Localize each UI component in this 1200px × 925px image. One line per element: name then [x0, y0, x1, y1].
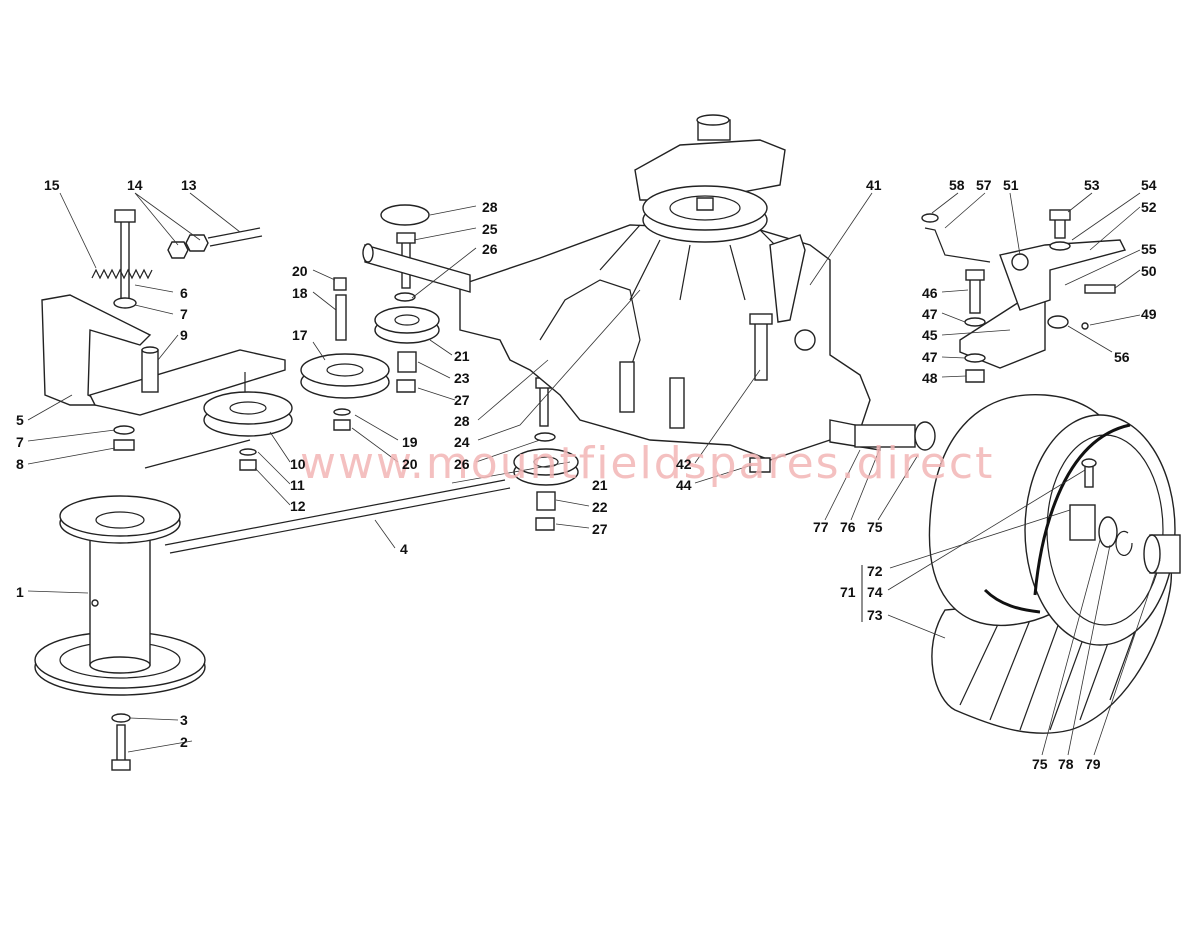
transaxle-housing	[362, 114, 936, 473]
callout-27: 27	[592, 521, 608, 537]
callout-28: 28	[482, 199, 498, 215]
linkage-assembly	[921, 209, 1127, 383]
callout-41: 41	[866, 177, 882, 193]
callout-18: 18	[292, 285, 308, 301]
callout-58: 58	[949, 177, 965, 193]
callout-75: 75	[1032, 756, 1048, 772]
callout-26: 26	[482, 241, 498, 257]
callout-19: 19	[402, 434, 418, 450]
idler-pulley-21-lower	[513, 345, 579, 531]
callout-44: 44	[676, 477, 692, 493]
callout-53: 53	[1084, 177, 1100, 193]
callout-46: 46	[922, 285, 938, 301]
callout-8: 8	[16, 456, 24, 472]
drive-pulley	[34, 495, 206, 696]
callout-47: 47	[922, 306, 938, 322]
callout-10: 10	[290, 456, 306, 472]
callout-25: 25	[482, 221, 498, 237]
callout-74: 74	[867, 584, 883, 600]
idler-pulley-21-upper	[374, 204, 440, 393]
callout-3: 3	[180, 712, 188, 728]
callout-13: 13	[181, 177, 197, 193]
callout-2: 2	[180, 734, 188, 750]
callout-79: 79	[1085, 756, 1101, 772]
callout-56: 56	[1114, 349, 1130, 365]
callout-27: 27	[454, 392, 470, 408]
callout-42: 42	[676, 456, 692, 472]
callout-76: 76	[840, 519, 856, 535]
callout-45: 45	[922, 327, 938, 343]
callout-12: 12	[290, 498, 306, 514]
callout-6: 6	[180, 285, 188, 301]
callout-52: 52	[1141, 199, 1157, 215]
callout-24: 24	[454, 434, 470, 450]
callout-20: 20	[402, 456, 418, 472]
rear-wheel	[928, 394, 1181, 734]
callout-7: 7	[180, 306, 188, 322]
callout-1: 1	[16, 584, 24, 600]
callout-49: 49	[1141, 306, 1157, 322]
idler-bracket	[41, 294, 286, 416]
spring-15	[91, 268, 153, 280]
callout-78: 78	[1058, 756, 1074, 772]
callout-48: 48	[922, 370, 938, 386]
callout-71: 71	[840, 584, 856, 600]
adjuster-13-14	[167, 227, 263, 259]
callout-4: 4	[400, 541, 408, 557]
callout-5: 5	[16, 412, 24, 428]
callout-21: 21	[592, 477, 608, 493]
callout-23: 23	[454, 370, 470, 386]
callout-7: 7	[16, 434, 24, 450]
idler-pulley-17	[300, 277, 390, 431]
drive-belt	[144, 439, 511, 554]
callout-50: 50	[1141, 263, 1157, 279]
callout-73: 73	[867, 607, 883, 623]
callout-21: 21	[454, 348, 470, 364]
callout-77: 77	[813, 519, 829, 535]
callout-17: 17	[292, 327, 308, 343]
callout-55: 55	[1141, 241, 1157, 257]
tension-bolt	[113, 209, 137, 451]
callout-28: 28	[454, 413, 470, 429]
callout-72: 72	[867, 563, 883, 579]
callout-75: 75	[867, 519, 883, 535]
callout-47: 47	[922, 349, 938, 365]
callout-22: 22	[592, 499, 608, 515]
callout-15: 15	[44, 177, 60, 193]
idler-pulley-10	[203, 391, 293, 471]
callout-14: 14	[127, 177, 143, 193]
callout-11: 11	[290, 477, 305, 493]
callout-54: 54	[1141, 177, 1157, 193]
callout-57: 57	[976, 177, 992, 193]
callout-26: 26	[454, 456, 470, 472]
callout-51: 51	[1003, 177, 1019, 193]
callout-20: 20	[292, 263, 308, 279]
callout-9: 9	[180, 327, 188, 343]
